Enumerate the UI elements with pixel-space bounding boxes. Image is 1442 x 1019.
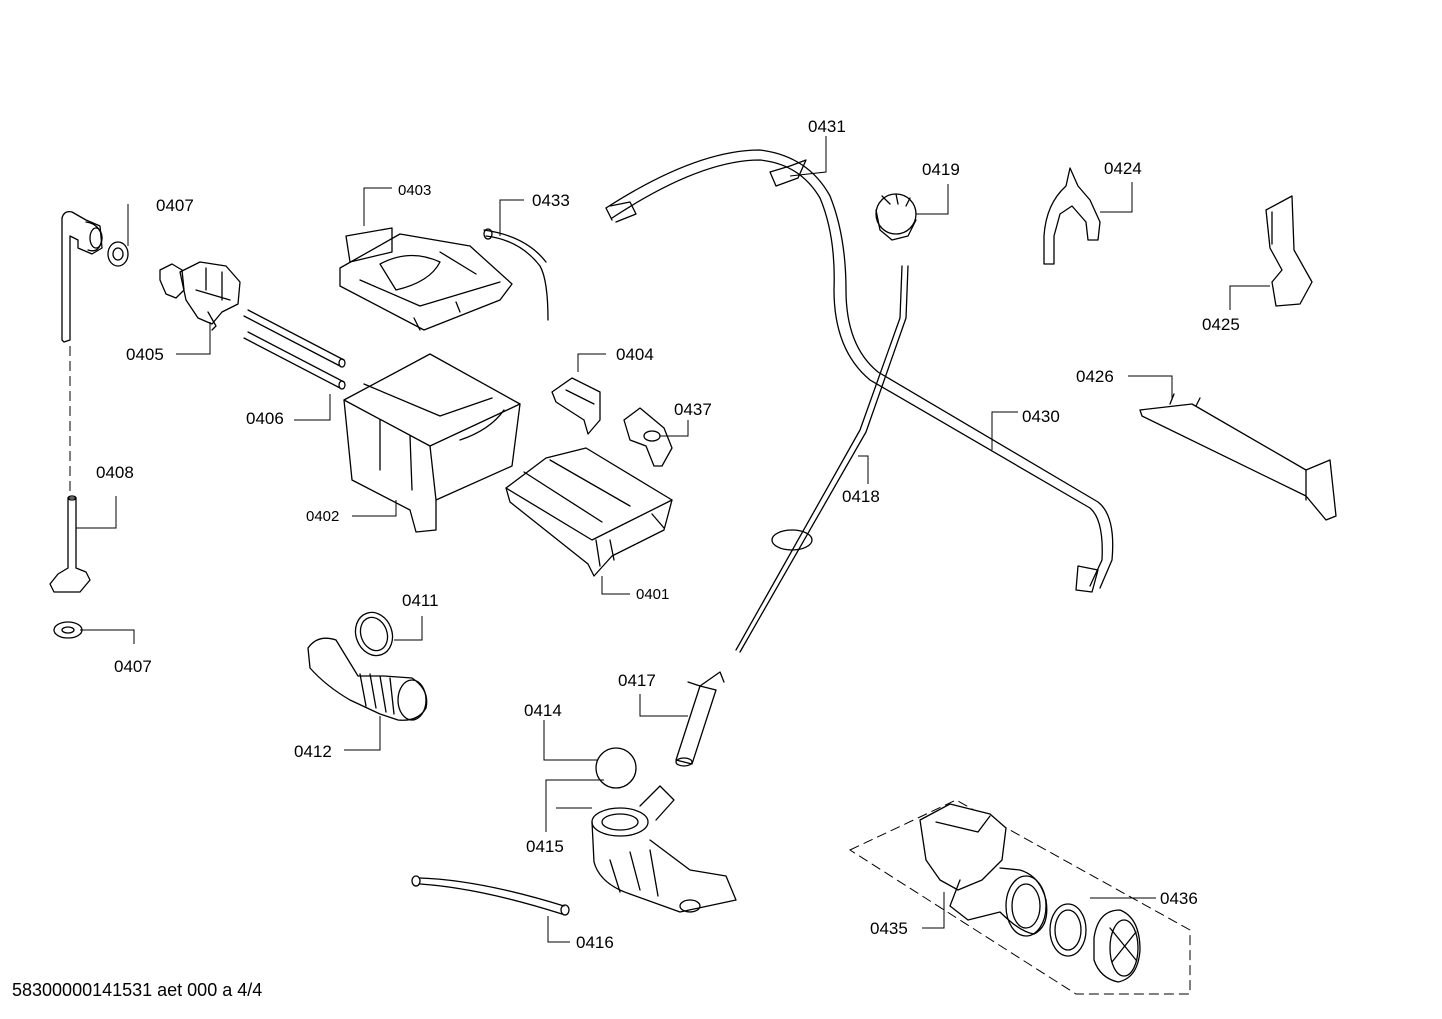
label-0430: 0430 <box>1022 407 1060 426</box>
part-0402-housing <box>343 353 521 533</box>
leader-lines <box>76 136 1270 943</box>
part-0405-valve <box>159 261 241 331</box>
part-0426-rail <box>1139 393 1337 521</box>
part-labels: 0407 0405 0406 0408 0407 0403 0433 0404 … <box>96 117 1240 952</box>
label-0425: 0425 <box>1202 315 1240 334</box>
label-0414: 0414 <box>524 701 562 720</box>
label-0402: 0402 <box>306 508 339 525</box>
label-0437: 0437 <box>674 400 712 419</box>
part-0436-filter <box>1049 903 1141 983</box>
part-0433-hose <box>483 228 549 321</box>
label-0419: 0419 <box>922 160 960 179</box>
label-0433: 0433 <box>532 191 570 210</box>
part-0403-distributor <box>339 227 513 331</box>
part-0412-bellows <box>307 637 428 721</box>
part-0411-ring <box>354 611 394 657</box>
part-0407-washer-bottom <box>53 621 83 639</box>
label-0408: 0408 <box>96 463 134 482</box>
part-0437-clip <box>623 407 673 467</box>
part-0414-ball <box>595 747 637 789</box>
part-0424-y-bracket <box>1043 167 1101 265</box>
label-0404: 0404 <box>616 345 654 364</box>
label-0407-bottom: 0407 <box>114 657 152 676</box>
part-0401-drawer <box>505 447 673 577</box>
part-0407-washer-top <box>107 241 129 267</box>
part-0431-hose <box>605 149 1114 593</box>
label-0431: 0431 <box>808 117 846 136</box>
label-0407-top: 0407 <box>156 196 194 215</box>
label-0415: 0415 <box>526 837 564 856</box>
label-0412: 0412 <box>294 742 332 761</box>
part-0418-tube <box>735 265 909 653</box>
part-0415-sump <box>591 785 737 913</box>
part-0417-sensor <box>675 671 725 767</box>
document-id-footer: 58300000141531 aet 000 a 4/4 <box>12 980 263 1000</box>
label-0401: 0401 <box>636 586 669 603</box>
part-0416-hose <box>411 875 570 916</box>
label-0426: 0426 <box>1076 367 1114 386</box>
label-0403: 0403 <box>398 182 431 199</box>
label-0436: 0436 <box>1160 889 1198 908</box>
label-0405: 0405 <box>126 345 164 364</box>
label-0411: 0411 <box>402 591 439 610</box>
part-0435-pump <box>848 799 1191 995</box>
part-0419-pressure-switch <box>875 193 917 241</box>
label-0424: 0424 <box>1104 159 1142 178</box>
part-0407-elbow <box>61 210 103 343</box>
label-0416: 0416 <box>576 933 614 952</box>
part-0425-bracket <box>1265 195 1313 307</box>
part-0404-clip <box>551 377 601 435</box>
label-0417: 0417 <box>618 671 656 690</box>
part-0408-hose-end <box>49 495 91 593</box>
part-0406-hoses <box>243 309 346 390</box>
label-0418: 0418 <box>842 487 880 506</box>
label-0435: 0435 <box>870 919 908 938</box>
label-0406: 0406 <box>246 409 284 428</box>
